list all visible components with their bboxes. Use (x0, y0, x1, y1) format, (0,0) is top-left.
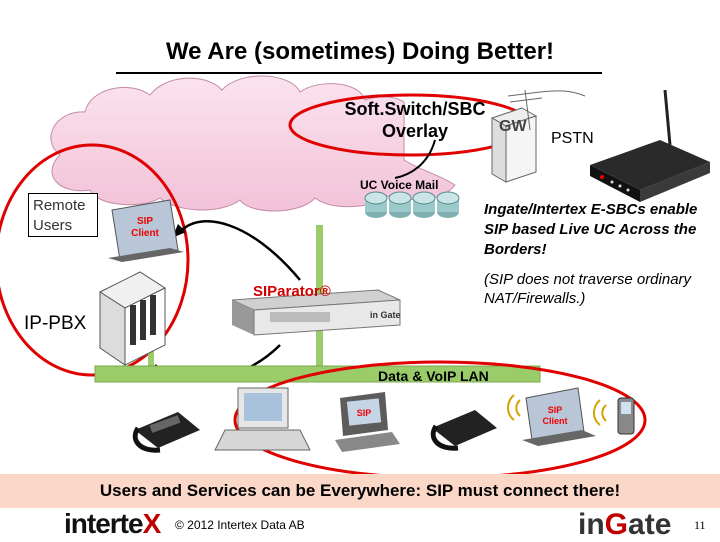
copyright-text: © 2012 Intertex Data AB (175, 518, 305, 532)
softswitch-label: Soft.Switch/SBC Overlay (330, 98, 500, 142)
siparator-label: SIParator® (253, 283, 331, 300)
ingate-note: Ingate/Intertex E-SBCs enable SIP based … (484, 200, 714, 260)
ip-pbx-server-icon (100, 272, 165, 365)
remote-users-line2: Users (33, 216, 93, 236)
tagline: Users and Services can be Everywhere: SI… (0, 481, 720, 501)
sip-path-arrow (180, 221, 300, 280)
sbc-note: (SIP does not traverse ordinary NAT/Fire… (484, 270, 714, 308)
appliance-brand: in Gate (370, 310, 401, 320)
pstn-label: PSTN (551, 130, 594, 148)
lan-laptop-icon: SIP (335, 392, 400, 452)
wifi-signal-icon-2 (594, 400, 606, 425)
softswitch-label-line1: Soft.Switch/SBC (330, 98, 500, 120)
ip-phone-icon-2 (432, 410, 497, 448)
wireless-laptop-icon: SIP Client (522, 388, 596, 446)
ingate-logo-in: in (578, 508, 605, 541)
intertex-logo-x: X (143, 508, 161, 539)
ingate-logo: inGate (578, 508, 671, 542)
lan-label: Data & VoIP LAN (378, 368, 489, 384)
wifi-router-icon (590, 90, 710, 202)
remote-laptop-icon: SIP Client (108, 200, 184, 262)
wifi-signal-icon (508, 395, 520, 420)
remote-users-label: Remote Users (28, 193, 98, 237)
wifi-sip-label: SIP (548, 405, 563, 415)
intertex-logo-text: interte (64, 508, 143, 539)
sip-client-label-2: Client (131, 228, 159, 239)
voicemail-label: UC Voice Mail (360, 178, 438, 192)
ip-phone-icon (135, 412, 200, 450)
desktop-computer-icon (215, 388, 310, 450)
ingate-logo-g: G (605, 508, 628, 541)
intertex-logo: interteX (64, 508, 160, 540)
softswitch-label-line2: Overlay (330, 120, 500, 142)
gateway-label: GW (499, 118, 527, 136)
remote-users-line1: Remote (33, 196, 93, 216)
wifi-sip-label-2: Client (542, 416, 567, 426)
ingate-logo-ate: ate (628, 508, 671, 541)
ip-pbx-label: IP-PBX (22, 313, 88, 335)
mobile-phone-icon (618, 398, 634, 434)
sip-client-label: SIP (137, 216, 153, 227)
lan-sip-label: SIP (357, 408, 372, 418)
page-number: 11 (694, 518, 706, 533)
